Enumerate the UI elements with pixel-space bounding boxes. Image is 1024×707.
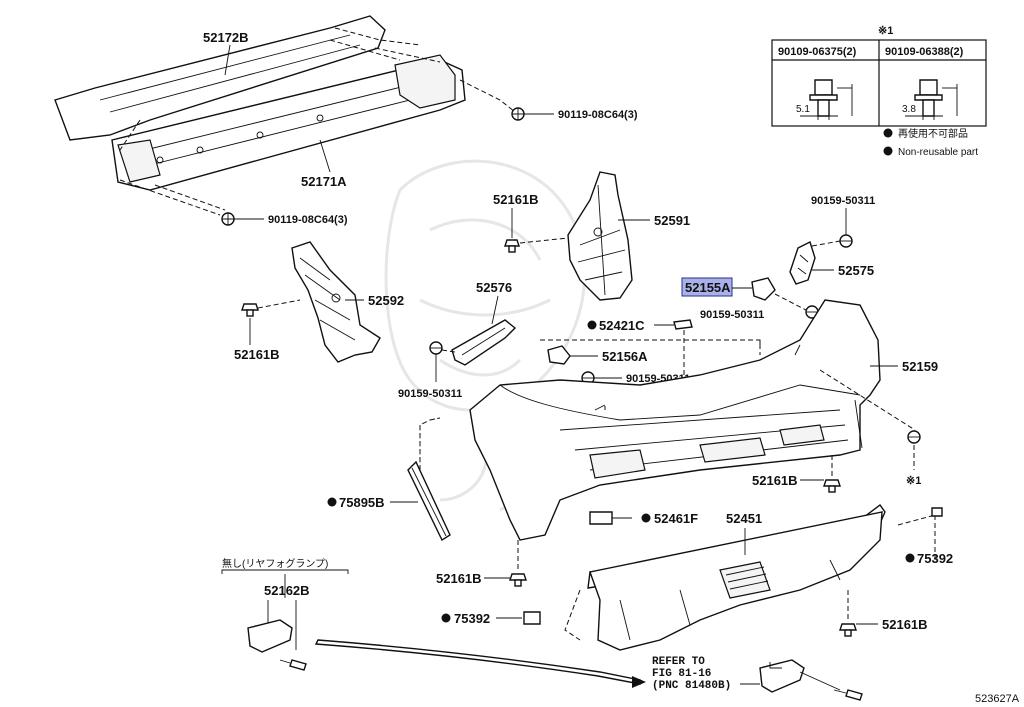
label-52159: 52159	[902, 359, 938, 374]
bracket-52155A[interactable]	[751, 277, 776, 301]
label-75392-b: 75392	[917, 551, 953, 566]
label-52156A: 52156A	[602, 349, 648, 364]
diffuser-52451[interactable]	[587, 504, 886, 651]
label-52161B-e: 52161B	[882, 617, 928, 632]
refer-line-3: (PNC 81480B)	[652, 680, 731, 692]
label-52591: 52591	[654, 213, 690, 228]
label-90159-a: 90159-50311	[398, 388, 462, 400]
label-52576: 52576	[476, 280, 512, 295]
screw-90159-c[interactable]	[839, 234, 853, 248]
bolt-drawing-1	[800, 79, 853, 120]
screw-81480B[interactable]	[833, 689, 863, 701]
non-reusable-dot-icon	[883, 128, 893, 138]
legend-note-jp: 再使用不可部品	[898, 127, 968, 140]
retainer-52592[interactable]	[291, 241, 381, 363]
screw-52162B[interactable]	[279, 659, 307, 671]
bolt-90119-upper[interactable]	[511, 107, 525, 121]
lamp-81480B[interactable]	[759, 659, 805, 693]
non-reusable-dot-icon	[641, 513, 651, 523]
non-reusable-dot-icon	[327, 497, 337, 507]
bolt-90119-lower[interactable]	[221, 212, 235, 226]
pad-52421C[interactable]	[673, 319, 693, 330]
label-mark-x1: ※1	[906, 475, 921, 487]
label-75895B: 75895B	[339, 495, 385, 510]
label-52421C: 52421C	[599, 318, 645, 333]
label-52161B-b: 52161B	[234, 347, 280, 362]
legend-col2-header: 90109-06388(2)	[885, 46, 964, 58]
pad-52461F[interactable]	[589, 511, 613, 525]
clip-75392-b[interactable]	[931, 507, 943, 517]
label-52161B-a: 52161B	[493, 192, 539, 207]
label-52451: 52451	[726, 511, 762, 526]
label-52592: 52592	[368, 293, 404, 308]
label-52461F: 52461F	[654, 511, 698, 526]
legend-col1-header: 90109-06375(2)	[778, 46, 857, 58]
label-52161B-d: 52161B	[436, 571, 482, 586]
clip-52161B-c[interactable]	[823, 479, 841, 493]
label-52155A-highlight[interactable]	[681, 277, 733, 297]
clip-52161B-b[interactable]	[241, 303, 259, 317]
label-52575: 52575	[838, 263, 874, 278]
non-reusable-dot-icon	[587, 320, 597, 330]
strip-part[interactable]	[314, 639, 641, 685]
refer-line-2: FIG 81-16	[652, 668, 711, 680]
legend-note-en: Non-reusable part	[898, 147, 978, 158]
refer-line-1: REFER TO	[652, 656, 705, 668]
non-reusable-dot-icon	[905, 553, 915, 563]
clip-52161B-e[interactable]	[839, 623, 857, 637]
bracket-52576[interactable]	[451, 319, 517, 366]
label-52172B: 52172B	[203, 30, 249, 45]
label-75392-a: 75392	[454, 611, 490, 626]
legend-table: ※1 90109-06375(2) 90109-06388(2) 5.1	[771, 25, 987, 158]
screw-90159-a[interactable]	[429, 341, 443, 355]
arrow-right-icon	[632, 676, 646, 688]
label-no-fog: 無し(リヤフォグランプ)	[222, 557, 328, 570]
label-52171A: 52171A	[301, 174, 347, 189]
legend-col2-dim: 3.8	[902, 104, 916, 115]
label-52161B-c: 52161B	[752, 473, 798, 488]
clip-52161B-d[interactable]	[509, 573, 527, 587]
label-90119-upper: 90119-08C64(3)	[558, 109, 638, 121]
cover-52162B[interactable]	[247, 619, 293, 653]
bracket-52575[interactable]	[789, 241, 816, 285]
clip-52161B-a[interactable]	[504, 239, 520, 253]
non-reusable-dot-icon	[883, 146, 893, 156]
retainer-52591[interactable]	[567, 171, 633, 301]
bracket-52156A[interactable]	[547, 345, 571, 365]
bumper-cover-52159[interactable]	[469, 299, 881, 541]
reinforcement-assembly[interactable]	[54, 15, 516, 216]
bolt-drawing-2	[905, 79, 958, 120]
non-reusable-dot-icon	[441, 613, 451, 623]
reflector-75895B[interactable]	[407, 460, 451, 542]
clip-75392-a[interactable]	[523, 611, 541, 625]
label-90119-lower: 90119-08C64(3)	[268, 214, 348, 226]
label-52155A: 52155A	[685, 280, 731, 295]
label-90159-d: 90159-50311	[700, 309, 764, 321]
label-90159-c: 90159-50311	[811, 195, 875, 207]
diagram-id: 523627A	[975, 693, 1020, 705]
bolt-x1[interactable]	[907, 430, 921, 444]
label-52162B: 52162B	[264, 583, 310, 598]
legend-col1-dim: 5.1	[796, 104, 810, 115]
legend-mark: ※1	[878, 25, 893, 37]
